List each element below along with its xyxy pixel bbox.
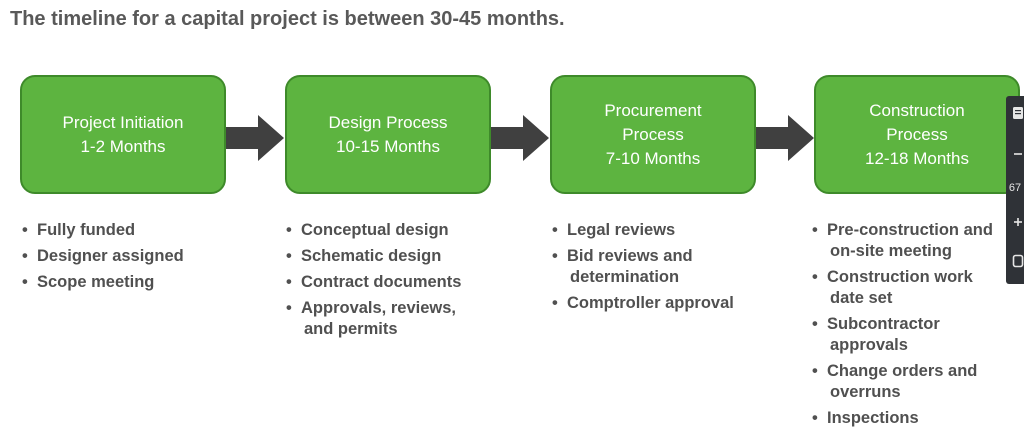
stage-name-continued: Process (622, 124, 684, 144)
list-item: Designer assigned (22, 246, 184, 267)
stage-duration: 7-10 Months (605, 148, 701, 168)
list-item: Fully funded (22, 220, 184, 241)
page-title: The timeline for a capital project is be… (10, 8, 565, 30)
stage-name: Procurement (604, 100, 702, 120)
list-item: Approvals, reviews,and permits (286, 298, 461, 340)
list-item: Schematic design (286, 246, 461, 267)
stage-bullets-procurement-process: Legal reviews Bid reviews anddeterminati… (552, 220, 734, 319)
viewer-toolbar: 67 (1006, 96, 1024, 284)
stage-box-procurement-process: Procurement Process 7-10 Months (550, 75, 756, 194)
stage-name: Project Initiation (62, 112, 184, 132)
stage-duration: 1-2 Months (80, 136, 166, 156)
zoom-in-icon[interactable] (1006, 216, 1024, 231)
list-item: Scope meeting (22, 272, 184, 293)
stage-name: Construction (869, 100, 965, 120)
stage-box-project-initiation: Project Initiation 1-2 Months (20, 75, 226, 194)
flow-arrow-icon (491, 115, 549, 161)
list-item: Inspections (812, 408, 1006, 429)
stage-bullets-design-process: Conceptual design Schematic design Contr… (286, 220, 461, 345)
list-item: Comptroller approval (552, 293, 734, 314)
list-item: Contract documents (286, 272, 461, 293)
zoom-level: 67 (1008, 182, 1022, 194)
page-icon[interactable] (1006, 106, 1024, 123)
stage-box-construction-process: Construction Process 12-18 Months (814, 75, 1020, 194)
fit-page-icon[interactable] (1006, 254, 1024, 271)
stage-bullets-project-initiation: Fully funded Designer assigned Scope mee… (22, 220, 184, 298)
flow-arrow-icon (226, 115, 284, 161)
stage-name: Design Process (328, 112, 448, 132)
stage-duration: 10-15 Months (336, 136, 440, 156)
stage-duration: 12-18 Months (865, 148, 969, 168)
flow-arrow-icon (756, 115, 814, 161)
zoom-out-icon[interactable] (1006, 148, 1024, 163)
stage-box-design-process: Design Process 10-15 Months (285, 75, 491, 194)
list-item: Legal reviews (552, 220, 734, 241)
stage-name-continued: Process (886, 124, 948, 144)
list-item: Conceptual design (286, 220, 461, 241)
